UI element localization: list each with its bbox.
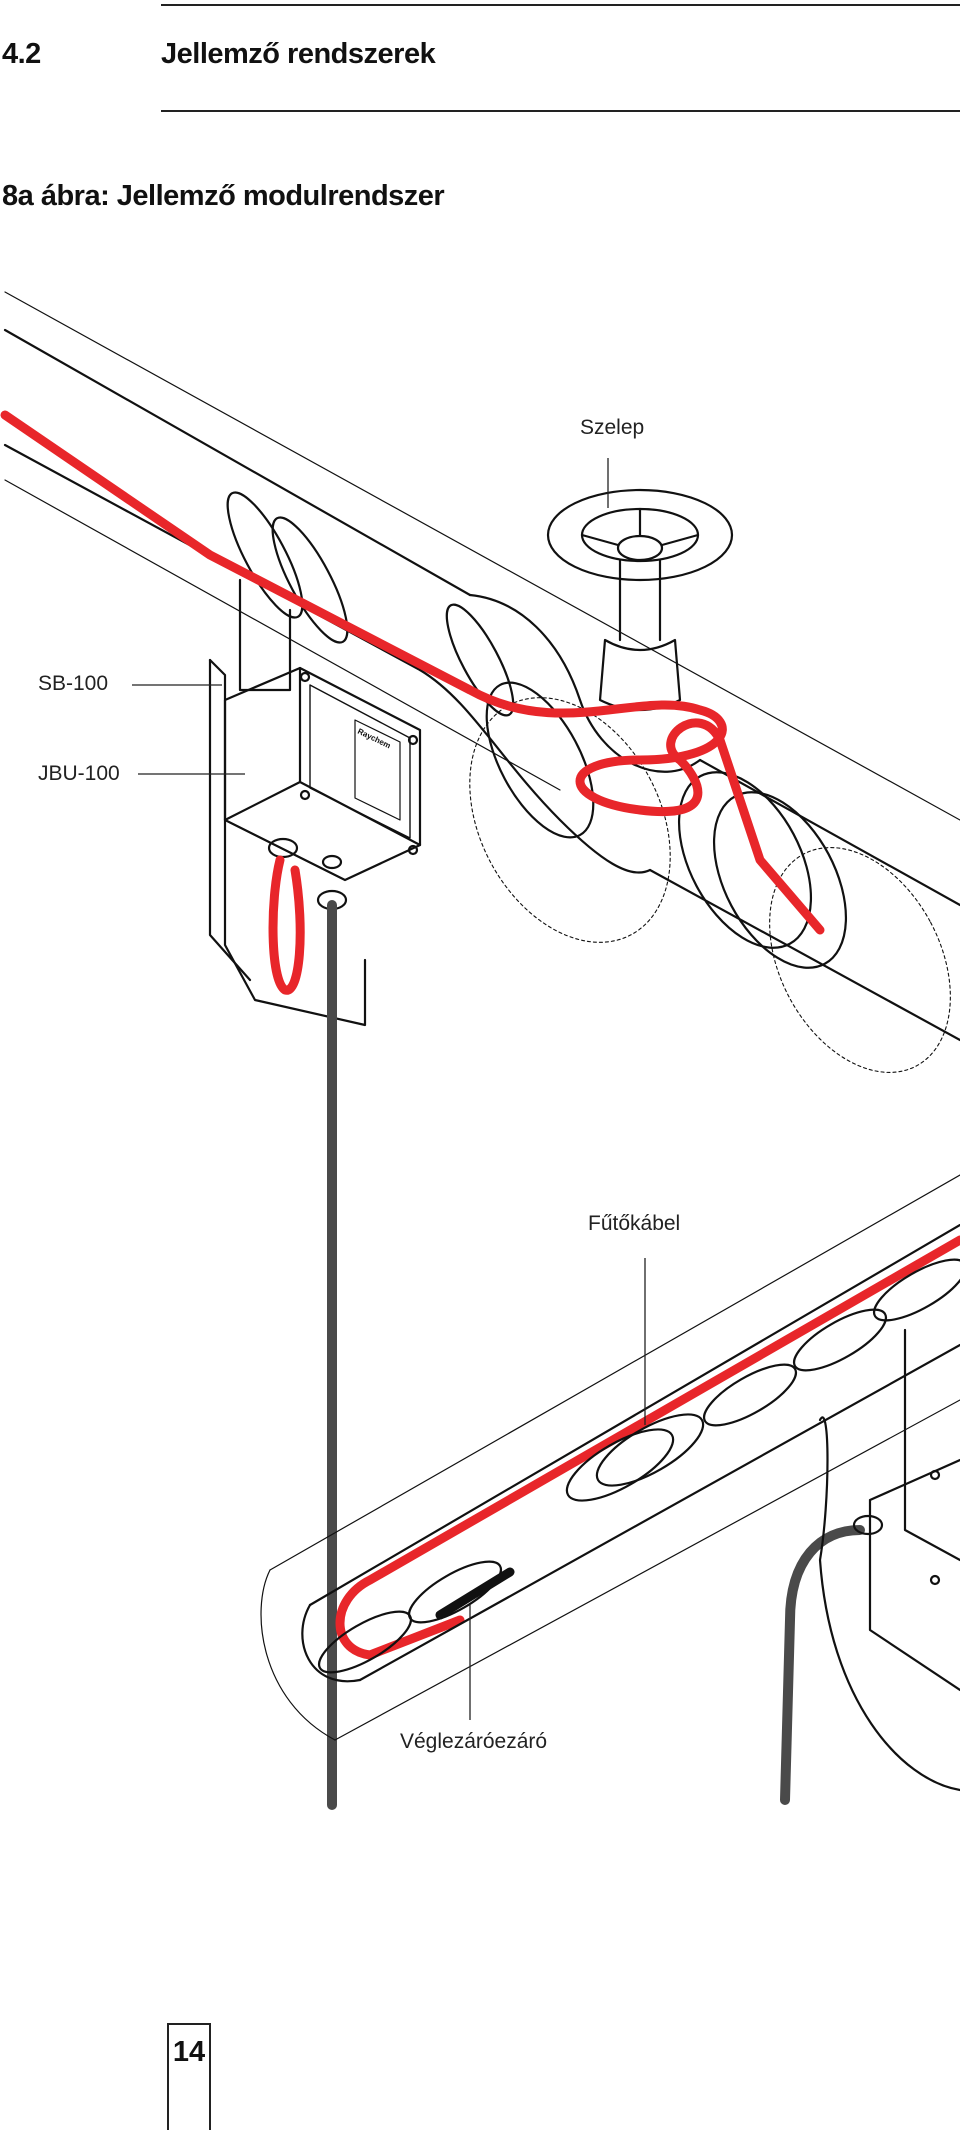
junction-box-lid bbox=[309, 684, 411, 839]
header-bottom-rule bbox=[161, 110, 960, 112]
upper-pipe bbox=[648, 868, 960, 1042]
insulation-shell bbox=[769, 847, 951, 1073]
page-number-box bbox=[167, 2023, 211, 2130]
header-top-rule bbox=[161, 4, 960, 6]
label-support-bracket: SB-100 bbox=[38, 672, 109, 695]
pipe-flange bbox=[677, 771, 813, 949]
heating-cable-loop bbox=[268, 855, 305, 995]
pipe-strap bbox=[226, 491, 304, 619]
lower-insulation-line bbox=[260, 1569, 336, 1741]
cable-loop bbox=[818, 1416, 960, 1792]
heating-cable bbox=[335, 1235, 960, 1660]
lower-pipe bbox=[308, 1223, 960, 1607]
pipe-flange bbox=[485, 681, 595, 839]
valve-body bbox=[418, 668, 652, 874]
valve-bonnet bbox=[598, 638, 682, 712]
label-heating-cable: Fűtőkábel bbox=[588, 1212, 681, 1235]
box-screw bbox=[407, 844, 419, 856]
pipe-strap bbox=[792, 1308, 888, 1372]
label-junction-box: JBU-100 bbox=[38, 762, 120, 785]
valve-handwheel bbox=[546, 488, 734, 582]
valve-body bbox=[468, 593, 702, 773]
box-screw bbox=[299, 671, 311, 683]
label-valve: Szelep bbox=[580, 416, 645, 439]
pipe-strap bbox=[702, 1363, 798, 1427]
pipe-strap bbox=[565, 1428, 675, 1502]
junction-box bbox=[223, 666, 422, 882]
pipe-strap bbox=[271, 516, 349, 644]
pipe-strap bbox=[595, 1413, 705, 1487]
valve-spoke bbox=[580, 507, 700, 547]
end-seal bbox=[435, 1567, 515, 1620]
lower-support-bracket bbox=[903, 1328, 960, 1562]
heating-cable bbox=[0, 410, 825, 935]
label-end-seal: Véglezáróezáró bbox=[400, 1730, 548, 1753]
support-bracket bbox=[208, 658, 252, 982]
box-screw bbox=[299, 789, 311, 801]
upper-insulation-line bbox=[4, 291, 960, 821]
box-screw bbox=[929, 1469, 941, 1481]
section-number: 4.2 bbox=[2, 38, 41, 70]
cable-gland bbox=[321, 854, 343, 870]
junction-box-face bbox=[223, 780, 302, 822]
lower-insulation-line bbox=[334, 1399, 960, 1741]
pipe-strap bbox=[445, 603, 515, 717]
lower-junction-box bbox=[868, 1458, 960, 1692]
lower-pipe-end bbox=[301, 1603, 362, 1683]
box-brand: Raychem bbox=[356, 727, 392, 751]
lower-insulation-line bbox=[269, 1174, 960, 1571]
section-title: Jellemző rendszerek bbox=[161, 38, 436, 70]
upper-pipe bbox=[698, 758, 960, 907]
valve-stem bbox=[618, 558, 662, 642]
page-number: 14 bbox=[172, 2036, 206, 2068]
power-cable bbox=[780, 1525, 865, 1805]
figure-caption: 8a ábra: Jellemző modulrendszer bbox=[2, 180, 445, 212]
pipe-strap bbox=[872, 1258, 960, 1322]
upper-pipe bbox=[3, 328, 472, 597]
box-screw bbox=[407, 734, 419, 746]
support-bracket bbox=[208, 658, 367, 1027]
support-bracket bbox=[238, 578, 292, 692]
junction-box-face bbox=[298, 666, 422, 847]
pipe-strap bbox=[407, 1560, 503, 1624]
cable-gland bbox=[852, 1514, 884, 1536]
box-screw bbox=[929, 1574, 941, 1586]
valve-hub bbox=[616, 534, 664, 562]
box-label-plate bbox=[354, 719, 401, 821]
lower-pipe bbox=[358, 1343, 960, 1682]
upper-insulation-line bbox=[4, 479, 561, 791]
